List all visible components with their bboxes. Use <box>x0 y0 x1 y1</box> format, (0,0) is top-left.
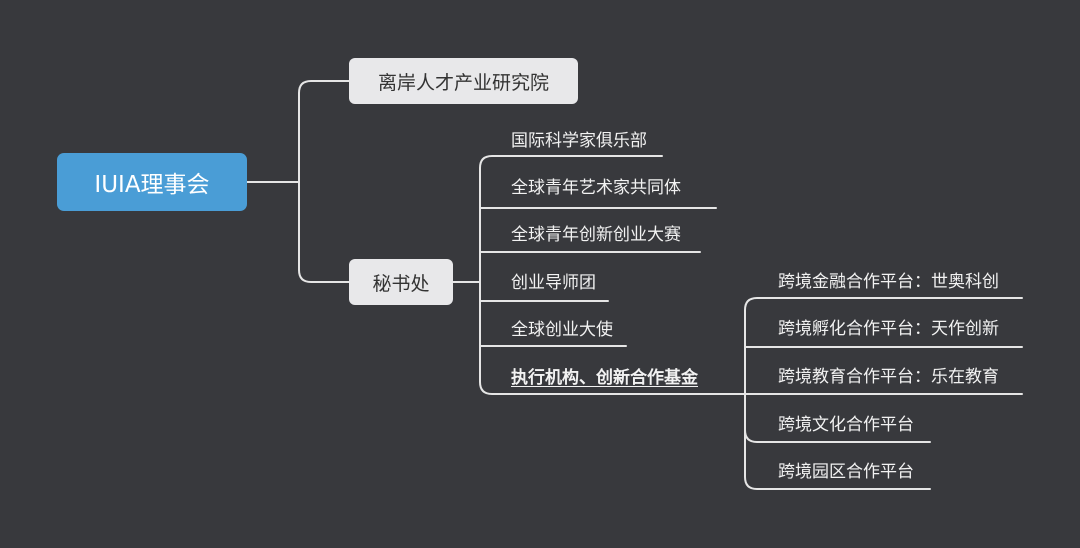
connector-item-6 <box>479 281 746 395</box>
secretariat-item-1[interactable]: 国际科学家俱乐部 <box>511 131 647 151</box>
connector-institute <box>298 80 350 183</box>
platform-item-2[interactable]: 跨境孵化合作平台：天作创新 <box>778 319 999 339</box>
connector-secretariat <box>298 181 350 283</box>
secretariat-item-2[interactable]: 全球青年艺术家共同体 <box>511 178 681 198</box>
branch-institute[interactable]: 离岸人才产业研究院 <box>349 58 578 104</box>
secretariat-item-4[interactable]: 创业导师团 <box>511 273 596 293</box>
platform-item-3[interactable]: 跨境教育合作平台：乐在教育 <box>778 367 999 387</box>
secretariat-item-5[interactable]: 全球创业大使 <box>511 320 613 340</box>
platform-item-5[interactable]: 跨境园区合作平台 <box>778 462 914 482</box>
connector-item-1 <box>479 155 663 283</box>
platform-item-1[interactable]: 跨境金融合作平台：世奥科创 <box>778 272 999 292</box>
root-node[interactable]: IUIA理事会 <box>57 153 247 211</box>
branch-secretariat[interactable]: 秘书处 <box>349 259 453 305</box>
connector-platform-1 <box>744 297 1023 395</box>
platform-item-4[interactable]: 跨境文化合作平台 <box>778 415 914 435</box>
secretariat-item-3[interactable]: 全球青年创新创业大赛 <box>511 225 681 245</box>
secretariat-item-fund[interactable]: 执行机构、创新合作基金 <box>511 368 698 388</box>
connector-platform-5 <box>744 393 931 490</box>
